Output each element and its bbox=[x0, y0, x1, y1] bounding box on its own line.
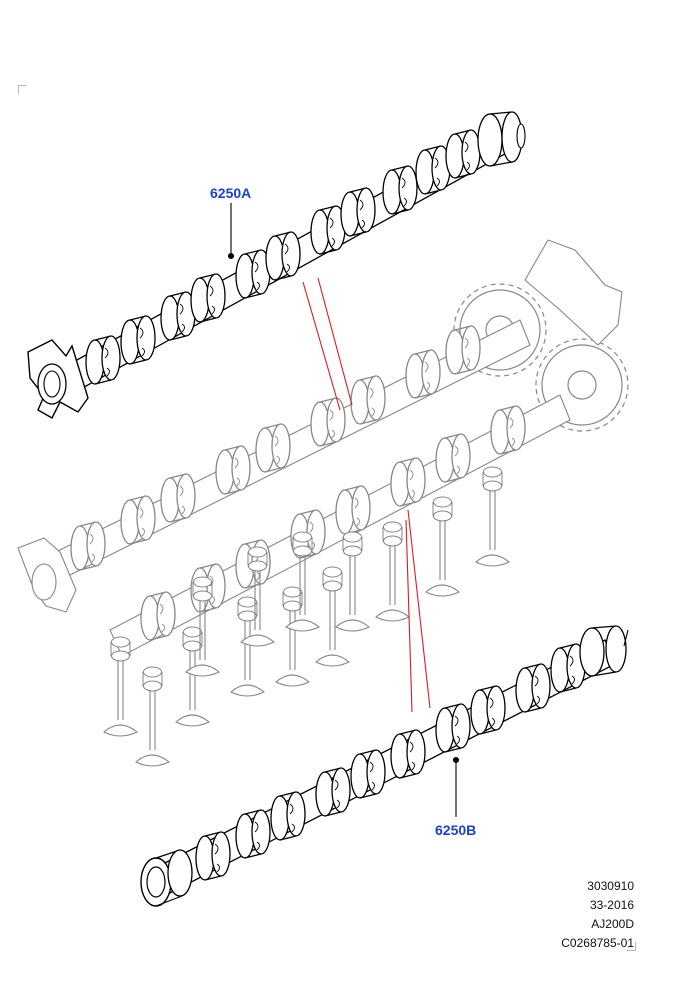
leader-line-lower-1 bbox=[405, 519, 413, 713]
camshaft-lower-drive-end bbox=[579, 625, 629, 677]
camshaft-upper-drive-end bbox=[477, 111, 526, 167]
part-callout-6250b[interactable]: 6250B bbox=[435, 822, 477, 838]
callout-leaders bbox=[227, 203, 460, 817]
reference-code-line: 3030910 bbox=[587, 879, 634, 893]
callout-dot-upper bbox=[227, 252, 235, 260]
reference-code-line: AJ200D bbox=[591, 917, 634, 931]
camshaft-upper bbox=[27, 111, 526, 419]
leader-line-lower-2 bbox=[407, 509, 431, 709]
camshaft-upper-front-flange bbox=[27, 339, 89, 419]
part-callout-6250a[interactable]: 6250A bbox=[210, 185, 252, 201]
camshaft-lower bbox=[140, 625, 629, 907]
reference-code-block: 3030910 33-2016 AJ200D C0268785-01 bbox=[561, 877, 634, 953]
crop-mark-bottom-right bbox=[627, 942, 636, 951]
camshaft-lower-front-end bbox=[140, 849, 193, 907]
reference-code-line: 33-2016 bbox=[589, 898, 634, 912]
valvetrain-assembly bbox=[17, 239, 629, 767]
leader-line-upper-1 bbox=[302, 281, 341, 411]
leader-lines-red bbox=[302, 277, 431, 713]
reference-code-line: C0268785-01 bbox=[561, 936, 634, 950]
crop-mark-top-left bbox=[18, 85, 27, 94]
callout-dot-lower bbox=[452, 756, 460, 764]
leader-line-upper-2 bbox=[317, 277, 353, 406]
